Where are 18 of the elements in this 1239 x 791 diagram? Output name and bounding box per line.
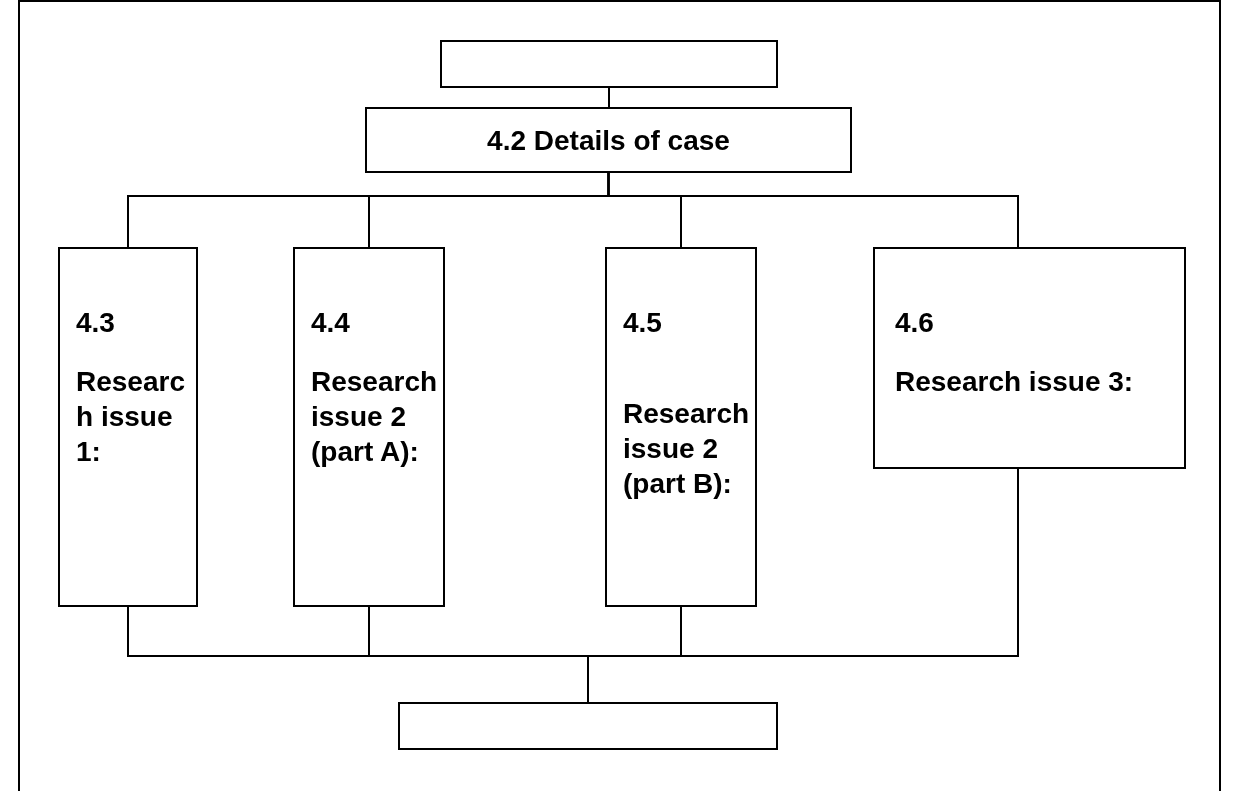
empty-box: [440, 40, 778, 88]
section-box: [873, 247, 1186, 469]
empty-box: [398, 702, 778, 750]
connector-line: [608, 87, 610, 108]
section-box: [293, 247, 445, 607]
section-number: 4.3: [76, 306, 116, 340]
section-number: 4.5: [623, 306, 663, 340]
section-title: Research issue 2 (part A):: [311, 365, 439, 469]
section-title: 4.2 Details of case: [487, 123, 730, 158]
section-box: [58, 247, 198, 607]
section-title: Research issue 1:: [76, 365, 186, 469]
section-number: 4.6: [895, 306, 935, 340]
section-title: Research issue 3:: [895, 365, 1135, 399]
section-title: Research issue 2 (part B):: [623, 397, 751, 501]
section-box: [605, 247, 757, 607]
section-number: 4.4: [311, 306, 351, 340]
connector-line: [607, 172, 1019, 248]
section-box: [365, 107, 852, 173]
